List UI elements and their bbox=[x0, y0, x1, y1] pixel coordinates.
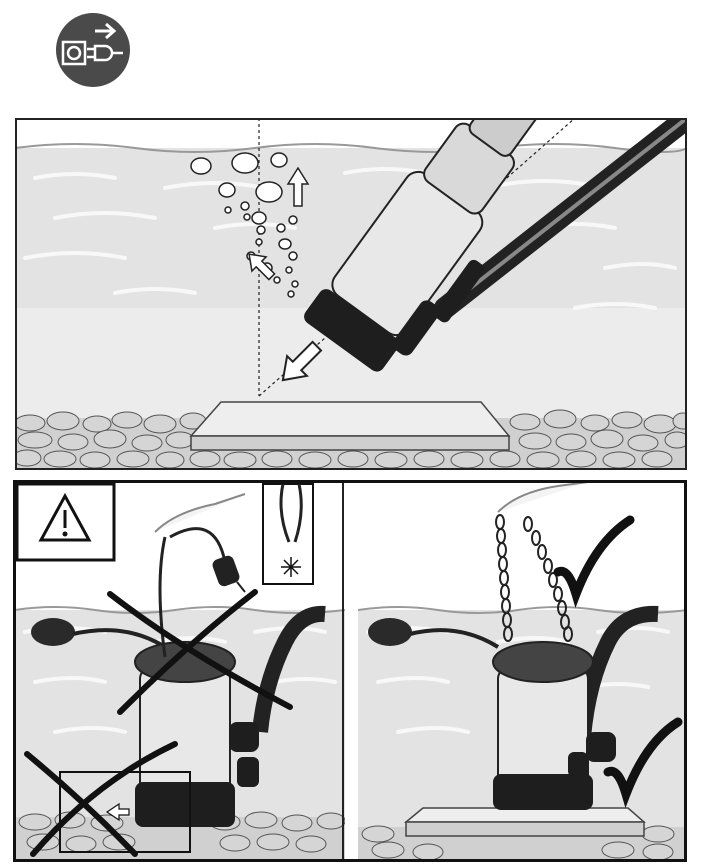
top-illustration-panel bbox=[15, 118, 687, 470]
x-cross-icon bbox=[107, 589, 293, 715]
checkmark-icon bbox=[553, 515, 635, 608]
base-plate bbox=[189, 401, 511, 451]
float-switch bbox=[368, 618, 412, 646]
bottom-right-illustration-panel bbox=[358, 482, 686, 860]
arrow-up-icon bbox=[286, 166, 310, 207]
float-switch bbox=[31, 618, 75, 646]
submersible-pump bbox=[492, 641, 616, 810]
arrow-icon bbox=[105, 802, 130, 822]
bottom-left-illustration-panel bbox=[15, 482, 345, 860]
base-plate bbox=[403, 807, 646, 837]
x-cross-icon bbox=[24, 741, 178, 857]
submersible-pump bbox=[134, 641, 259, 827]
power-plug bbox=[212, 555, 246, 593]
hand bbox=[497, 482, 589, 513]
electric-spark-icon bbox=[262, 483, 314, 585]
gravel-bed bbox=[15, 409, 687, 470]
checkmark-icon bbox=[603, 717, 683, 808]
arrow-up-left-icon bbox=[248, 253, 276, 281]
warning-triangle-icon bbox=[15, 482, 116, 562]
submersible-pump bbox=[304, 118, 546, 372]
arrow-down-left-icon bbox=[281, 340, 323, 382]
hand bbox=[154, 493, 246, 533]
lifting-chain bbox=[495, 514, 573, 642]
unplug-before-handling-icon bbox=[55, 12, 131, 88]
